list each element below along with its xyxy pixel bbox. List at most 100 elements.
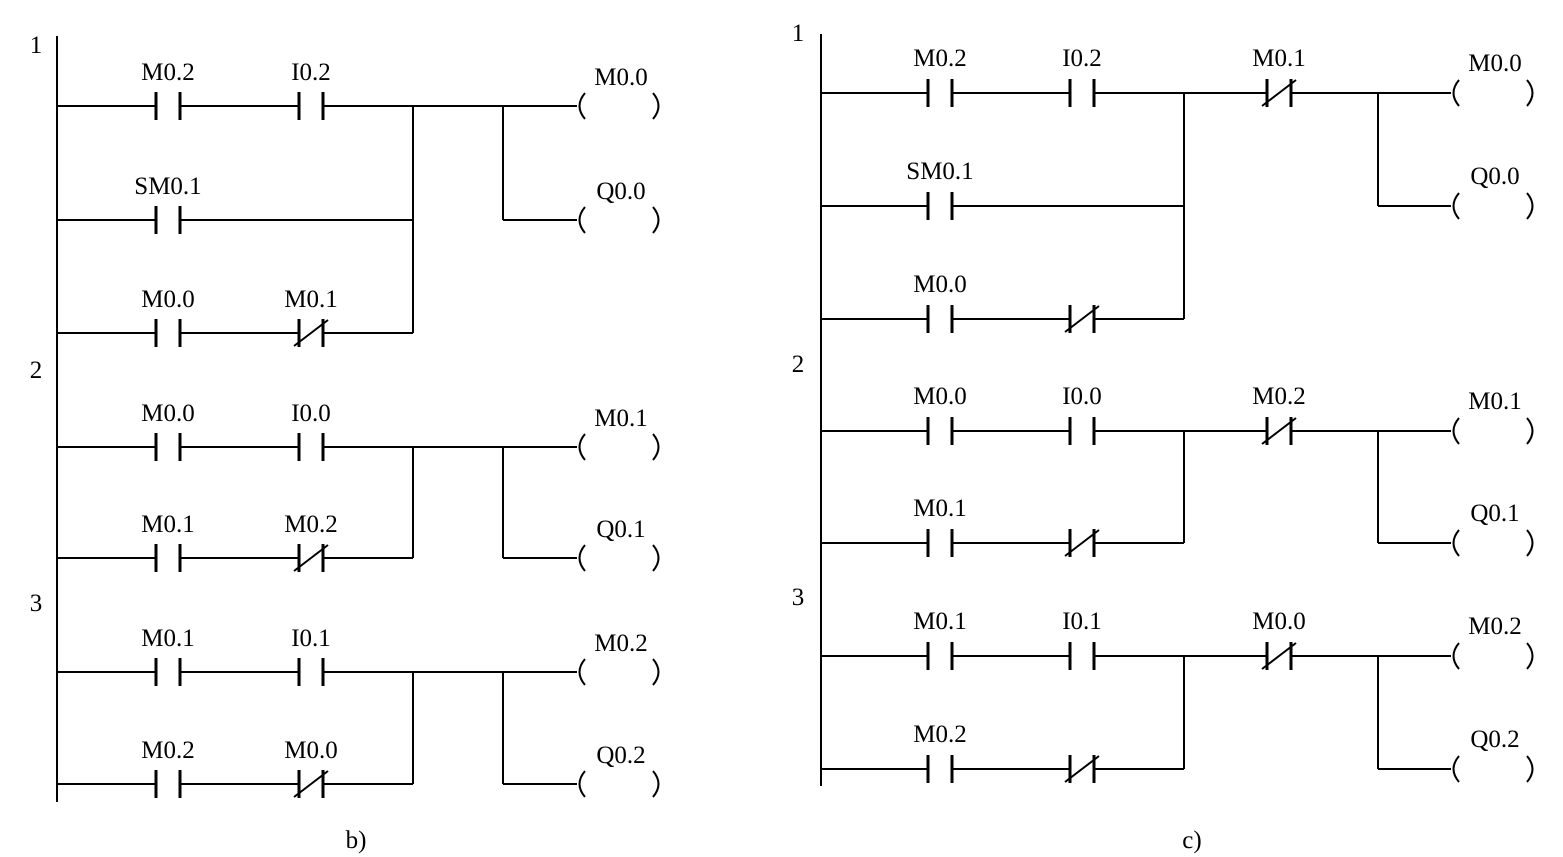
contact-label: M0.0: [141, 400, 194, 427]
ladder-row: M0.2 Q0.2: [821, 721, 1534, 783]
coil-label: Q0.1: [596, 516, 645, 543]
contact-label: M0.1: [1252, 45, 1305, 72]
caption: c): [1182, 827, 1201, 854]
coil-label: Q0.2: [1470, 726, 1519, 753]
contact-label: M0.0: [141, 286, 194, 313]
output-coil-symbol: [578, 433, 660, 461]
coil-label: M0.2: [594, 630, 647, 657]
contact-label: M0.2: [141, 737, 194, 764]
ladder-row: SM0.1 Q0.0: [821, 158, 1534, 220]
contact-label: M0.0: [913, 271, 966, 298]
ladder-row: SM0.1 Q0.0: [57, 173, 660, 234]
output-coil-symbol: [578, 658, 660, 686]
no-contact-symbol: [154, 770, 182, 798]
contact-label: M0.2: [284, 511, 337, 538]
no-contact-symbol: [926, 755, 954, 783]
nc-contact-symbol: [293, 770, 329, 798]
ladder-row: M0.0 I0.0 M0.1: [57, 400, 660, 461]
output-coil-symbol: [1452, 192, 1534, 220]
rung-number: 2: [792, 351, 805, 378]
rung-number: 2: [30, 357, 43, 384]
contact-label: M0.1: [913, 608, 966, 635]
nc-contact-symbol: [293, 319, 329, 347]
no-contact-symbol: [154, 319, 182, 347]
contact-label: M0.1: [913, 495, 966, 522]
output-coil-symbol: [1452, 417, 1534, 445]
coil-label: M0.0: [594, 64, 647, 91]
contact-label: I0.1: [1062, 608, 1102, 635]
coil-label: Q0.1: [1470, 500, 1519, 527]
nc-contact-symbol: [1261, 642, 1297, 670]
contact-label: M0.2: [913, 45, 966, 72]
no-contact-symbol: [1068, 417, 1096, 445]
ladder-row: M0.0 M0.1: [57, 286, 413, 347]
ladder-row: M0.1 M0.2 Q0.1: [57, 511, 660, 572]
coil-label: M0.2: [1468, 613, 1521, 640]
no-contact-symbol: [926, 417, 954, 445]
contact-label: M0.1: [141, 511, 194, 538]
nc-contact-symbol: [293, 544, 329, 572]
no-contact-symbol: [154, 658, 182, 686]
ladder-row: M0.0: [821, 271, 1184, 333]
coil-label: Q0.0: [596, 178, 645, 205]
rung-number: 3: [30, 590, 43, 617]
no-contact-symbol: [154, 206, 182, 234]
coil-label: Q0.2: [596, 742, 645, 769]
output-coil-symbol: [1452, 755, 1534, 783]
output-coil-symbol: [578, 92, 660, 120]
no-contact-symbol: [926, 192, 954, 220]
contact-label: M0.2: [141, 59, 194, 86]
contact-label: SM0.1: [906, 158, 973, 185]
output-coil-symbol: [1452, 642, 1534, 670]
contact-label: I0.1: [291, 625, 331, 652]
nc-contact-symbol: [1261, 417, 1297, 445]
contact-label: SM0.1: [134, 173, 201, 200]
no-contact-symbol: [926, 529, 954, 557]
contact-label: M0.1: [141, 625, 194, 652]
ladder-row: M0.2 I0.2 M0.1 M0.0: [821, 45, 1534, 107]
no-contact-symbol: [297, 433, 325, 461]
no-contact-symbol: [926, 642, 954, 670]
contact-label: M0.2: [913, 721, 966, 748]
no-contact-symbol: [926, 79, 954, 107]
ladder-row: M0.2 M0.0 Q0.2: [57, 737, 660, 798]
output-coil-symbol: [578, 206, 660, 234]
output-coil-symbol: [1452, 529, 1534, 557]
contact-label: M0.1: [284, 286, 337, 313]
no-contact-symbol: [297, 92, 325, 120]
contact-label: M0.0: [913, 383, 966, 410]
nc-contact-symbol: [1064, 305, 1100, 333]
contact-label: I0.0: [291, 400, 331, 427]
nc-contact-symbol: [1261, 79, 1297, 107]
coil-label: M0.0: [1468, 50, 1521, 77]
output-coil-symbol: [578, 770, 660, 798]
ladder-row: M0.0 I0.0 M0.2 M0.1: [821, 383, 1534, 445]
contact-label: I0.2: [1062, 45, 1102, 72]
nc-contact-symbol: [1064, 755, 1100, 783]
output-coil-symbol: [1452, 79, 1534, 107]
output-coil-symbol: [578, 544, 660, 572]
no-contact-symbol: [154, 92, 182, 120]
no-contact-symbol: [926, 305, 954, 333]
contact-label: M0.0: [284, 737, 337, 764]
contact-label: M0.2: [1252, 383, 1305, 410]
ladder-row: M0.1 I0.1 M0.2: [57, 625, 660, 686]
coil-label: M0.1: [594, 405, 647, 432]
rung-number: 1: [792, 20, 805, 47]
coil-label: M0.1: [1468, 388, 1521, 415]
nc-contact-symbol: [1064, 529, 1100, 557]
no-contact-symbol: [1068, 79, 1096, 107]
ladder-row: M0.1 Q0.1: [821, 495, 1534, 557]
no-contact-symbol: [297, 658, 325, 686]
coil-label: Q0.0: [1470, 163, 1519, 190]
rung-number: 1: [30, 32, 43, 59]
contact-label: I0.0: [1062, 383, 1102, 410]
no-contact-symbol: [154, 544, 182, 572]
caption: b): [346, 827, 367, 854]
no-contact-symbol: [1068, 642, 1096, 670]
